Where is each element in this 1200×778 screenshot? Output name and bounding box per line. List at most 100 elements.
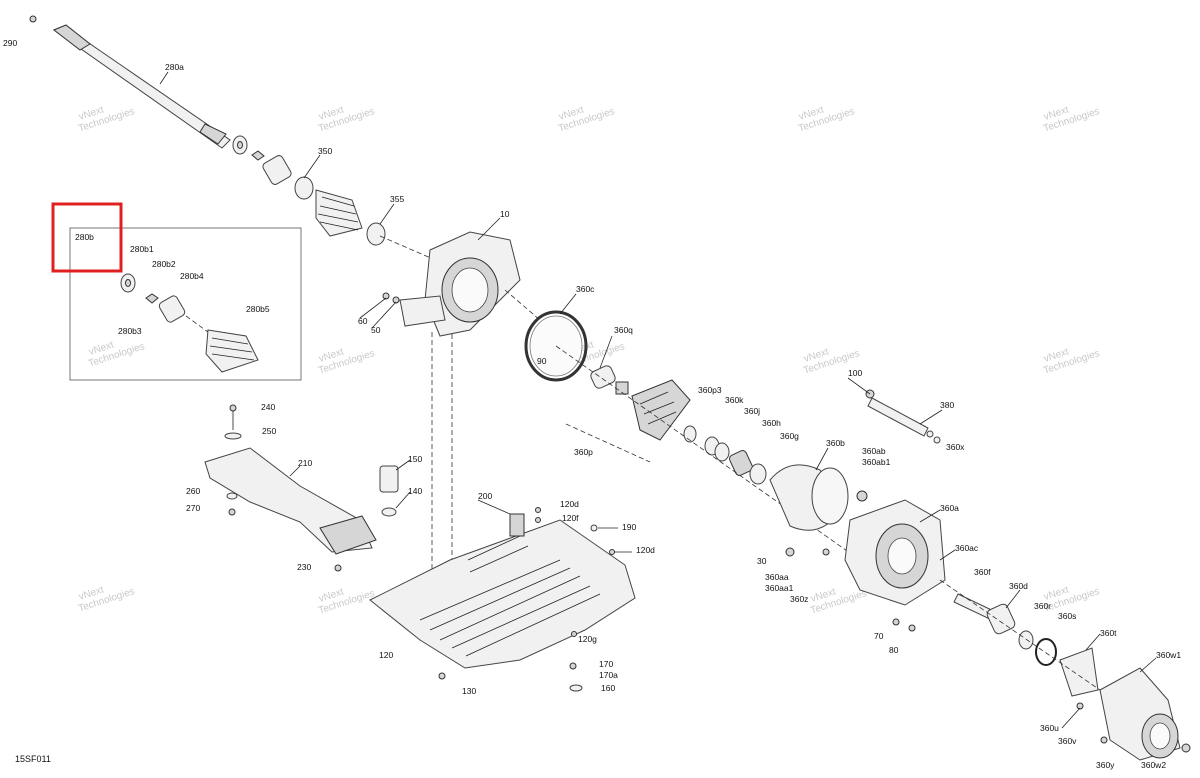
washer-360j — [714, 442, 730, 462]
ring-360p3 — [683, 425, 697, 443]
callout-80: 80 — [889, 645, 899, 655]
callout-360z: 360z — [790, 594, 808, 604]
screw-230 — [334, 564, 342, 572]
grommet-190 — [590, 524, 598, 532]
oring-360s — [1035, 638, 1057, 666]
callout-200: 200 — [478, 491, 492, 501]
callout-360q: 360q — [614, 325, 633, 335]
callout-140: 140 — [408, 486, 422, 496]
washer-50 — [392, 296, 400, 304]
screw-360w2 — [1181, 743, 1191, 753]
callout-360h: 360h — [762, 418, 781, 428]
callout-360ab1: 360ab1 — [862, 457, 891, 467]
shaft-end-screw — [29, 15, 37, 23]
callout-labels: 290 280a 350 355 10 280b 280b1 280b2 280… — [3, 38, 1181, 770]
callout-350: 350 — [318, 146, 332, 156]
callout-280b3: 280b3 — [118, 326, 142, 336]
plug-200 — [509, 513, 525, 537]
ring-360x-a — [926, 430, 934, 438]
rubber-boot — [315, 189, 363, 237]
ride-plate-group — [204, 404, 636, 692]
pump-support-10 — [382, 231, 541, 600]
housing-bore-inner — [887, 537, 917, 575]
impeller-area — [524, 310, 861, 561]
callout-360ab: 360ab — [862, 446, 886, 456]
callout-360aa1: 360aa1 — [765, 583, 794, 593]
washer-250 — [224, 432, 242, 440]
inset-280b — [51, 202, 302, 381]
callout-360aa: 360aa — [765, 572, 789, 582]
callout-120f: 120f — [562, 513, 579, 523]
bearing-360d — [986, 603, 1016, 635]
inset-frame — [69, 227, 302, 381]
callout-360d: 360d — [1009, 581, 1028, 591]
watermark: vNext Technologies — [87, 339, 146, 369]
clamp-355 — [366, 222, 386, 246]
bolt-170 — [569, 662, 577, 670]
sleeve-360q — [590, 365, 616, 389]
washer-hole — [237, 141, 243, 149]
callout-360p3: 360p3 — [698, 385, 722, 395]
callout-360g: 360g — [780, 431, 799, 441]
callout-290: 290 — [3, 38, 17, 48]
watermark: vNext Technologies — [797, 104, 856, 134]
screw-120d-a — [535, 507, 541, 513]
callout-230: 230 — [297, 562, 311, 572]
callout-360x: 360x — [946, 442, 965, 452]
plug-360aa — [785, 547, 795, 557]
shaft-spline-end — [53, 24, 91, 51]
nut-270 — [228, 508, 236, 516]
callout-360t: 360t — [1100, 628, 1117, 638]
callout-280b: 280b — [75, 232, 94, 242]
callout-10: 10 — [500, 209, 510, 219]
oring-360aa1 — [822, 548, 830, 556]
screw-360y — [1100, 736, 1108, 744]
grate-mount — [319, 515, 377, 555]
callout-360k: 360k — [725, 395, 744, 405]
callout-360b: 360b — [826, 438, 845, 448]
callout-360r: 360r — [1034, 601, 1051, 611]
callout-170a: 170a — [599, 670, 618, 680]
callout-150: 150 — [408, 454, 422, 464]
watermark: vNext Technologies — [1042, 104, 1101, 134]
screw-120f — [535, 517, 541, 523]
callout-190: 190 — [622, 522, 636, 532]
cap-360t — [1059, 647, 1099, 697]
callout-280b4: 280b4 — [180, 271, 204, 281]
oring-360g — [749, 463, 767, 485]
callout-120: 120 — [379, 650, 393, 660]
oring-140 — [381, 507, 397, 517]
bore-inner — [451, 267, 489, 313]
callout-210: 210 — [298, 458, 312, 468]
callout-360w1: 360w1 — [1156, 650, 1181, 660]
callout-360y: 360y — [1096, 760, 1115, 770]
nut-360r — [1018, 630, 1034, 650]
fitting-150 — [379, 465, 399, 493]
callout-360u: 360u — [1040, 723, 1059, 733]
callout-360a: 360a — [940, 503, 959, 513]
watermark: vNext Technologies — [317, 586, 376, 616]
callout-380: 380 — [940, 400, 954, 410]
callout-280b1: 280b1 — [130, 244, 154, 254]
callout-70: 70 — [874, 631, 884, 641]
clamp-350 — [294, 176, 314, 200]
bearing-360h — [729, 450, 753, 476]
callout-260: 260 — [186, 486, 200, 496]
ride-plate-120 — [369, 519, 636, 669]
callout-360ac: 360ac — [955, 543, 979, 553]
fitting-360ab — [856, 490, 868, 502]
callout-280a: 280a — [165, 62, 184, 72]
callout-160: 160 — [601, 683, 615, 693]
leader-lines — [159, 71, 1157, 729]
watermark: vNext Technologies — [317, 346, 376, 376]
callout-250: 250 — [262, 426, 276, 436]
callout-50: 50 — [371, 325, 381, 335]
callout-120d-a: 120d — [560, 499, 579, 509]
pump-housing-group — [769, 464, 946, 632]
callout-360w2: 360w2 — [1141, 760, 1166, 770]
screw-120g — [571, 631, 577, 637]
highlight-box — [51, 202, 123, 273]
callout-360p: 360p — [574, 447, 593, 457]
sleeve-opening — [811, 467, 849, 525]
